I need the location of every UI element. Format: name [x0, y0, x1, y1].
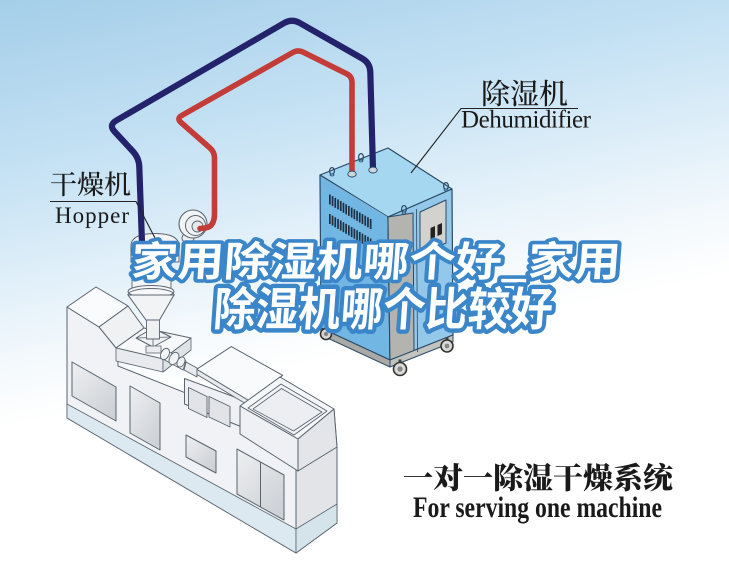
svg-text:Hopper: Hopper: [55, 203, 129, 228]
svg-text:For serving one machine: For serving one machine: [413, 491, 662, 524]
svg-text:Dehumidifier: Dehumidifier: [461, 107, 592, 134]
